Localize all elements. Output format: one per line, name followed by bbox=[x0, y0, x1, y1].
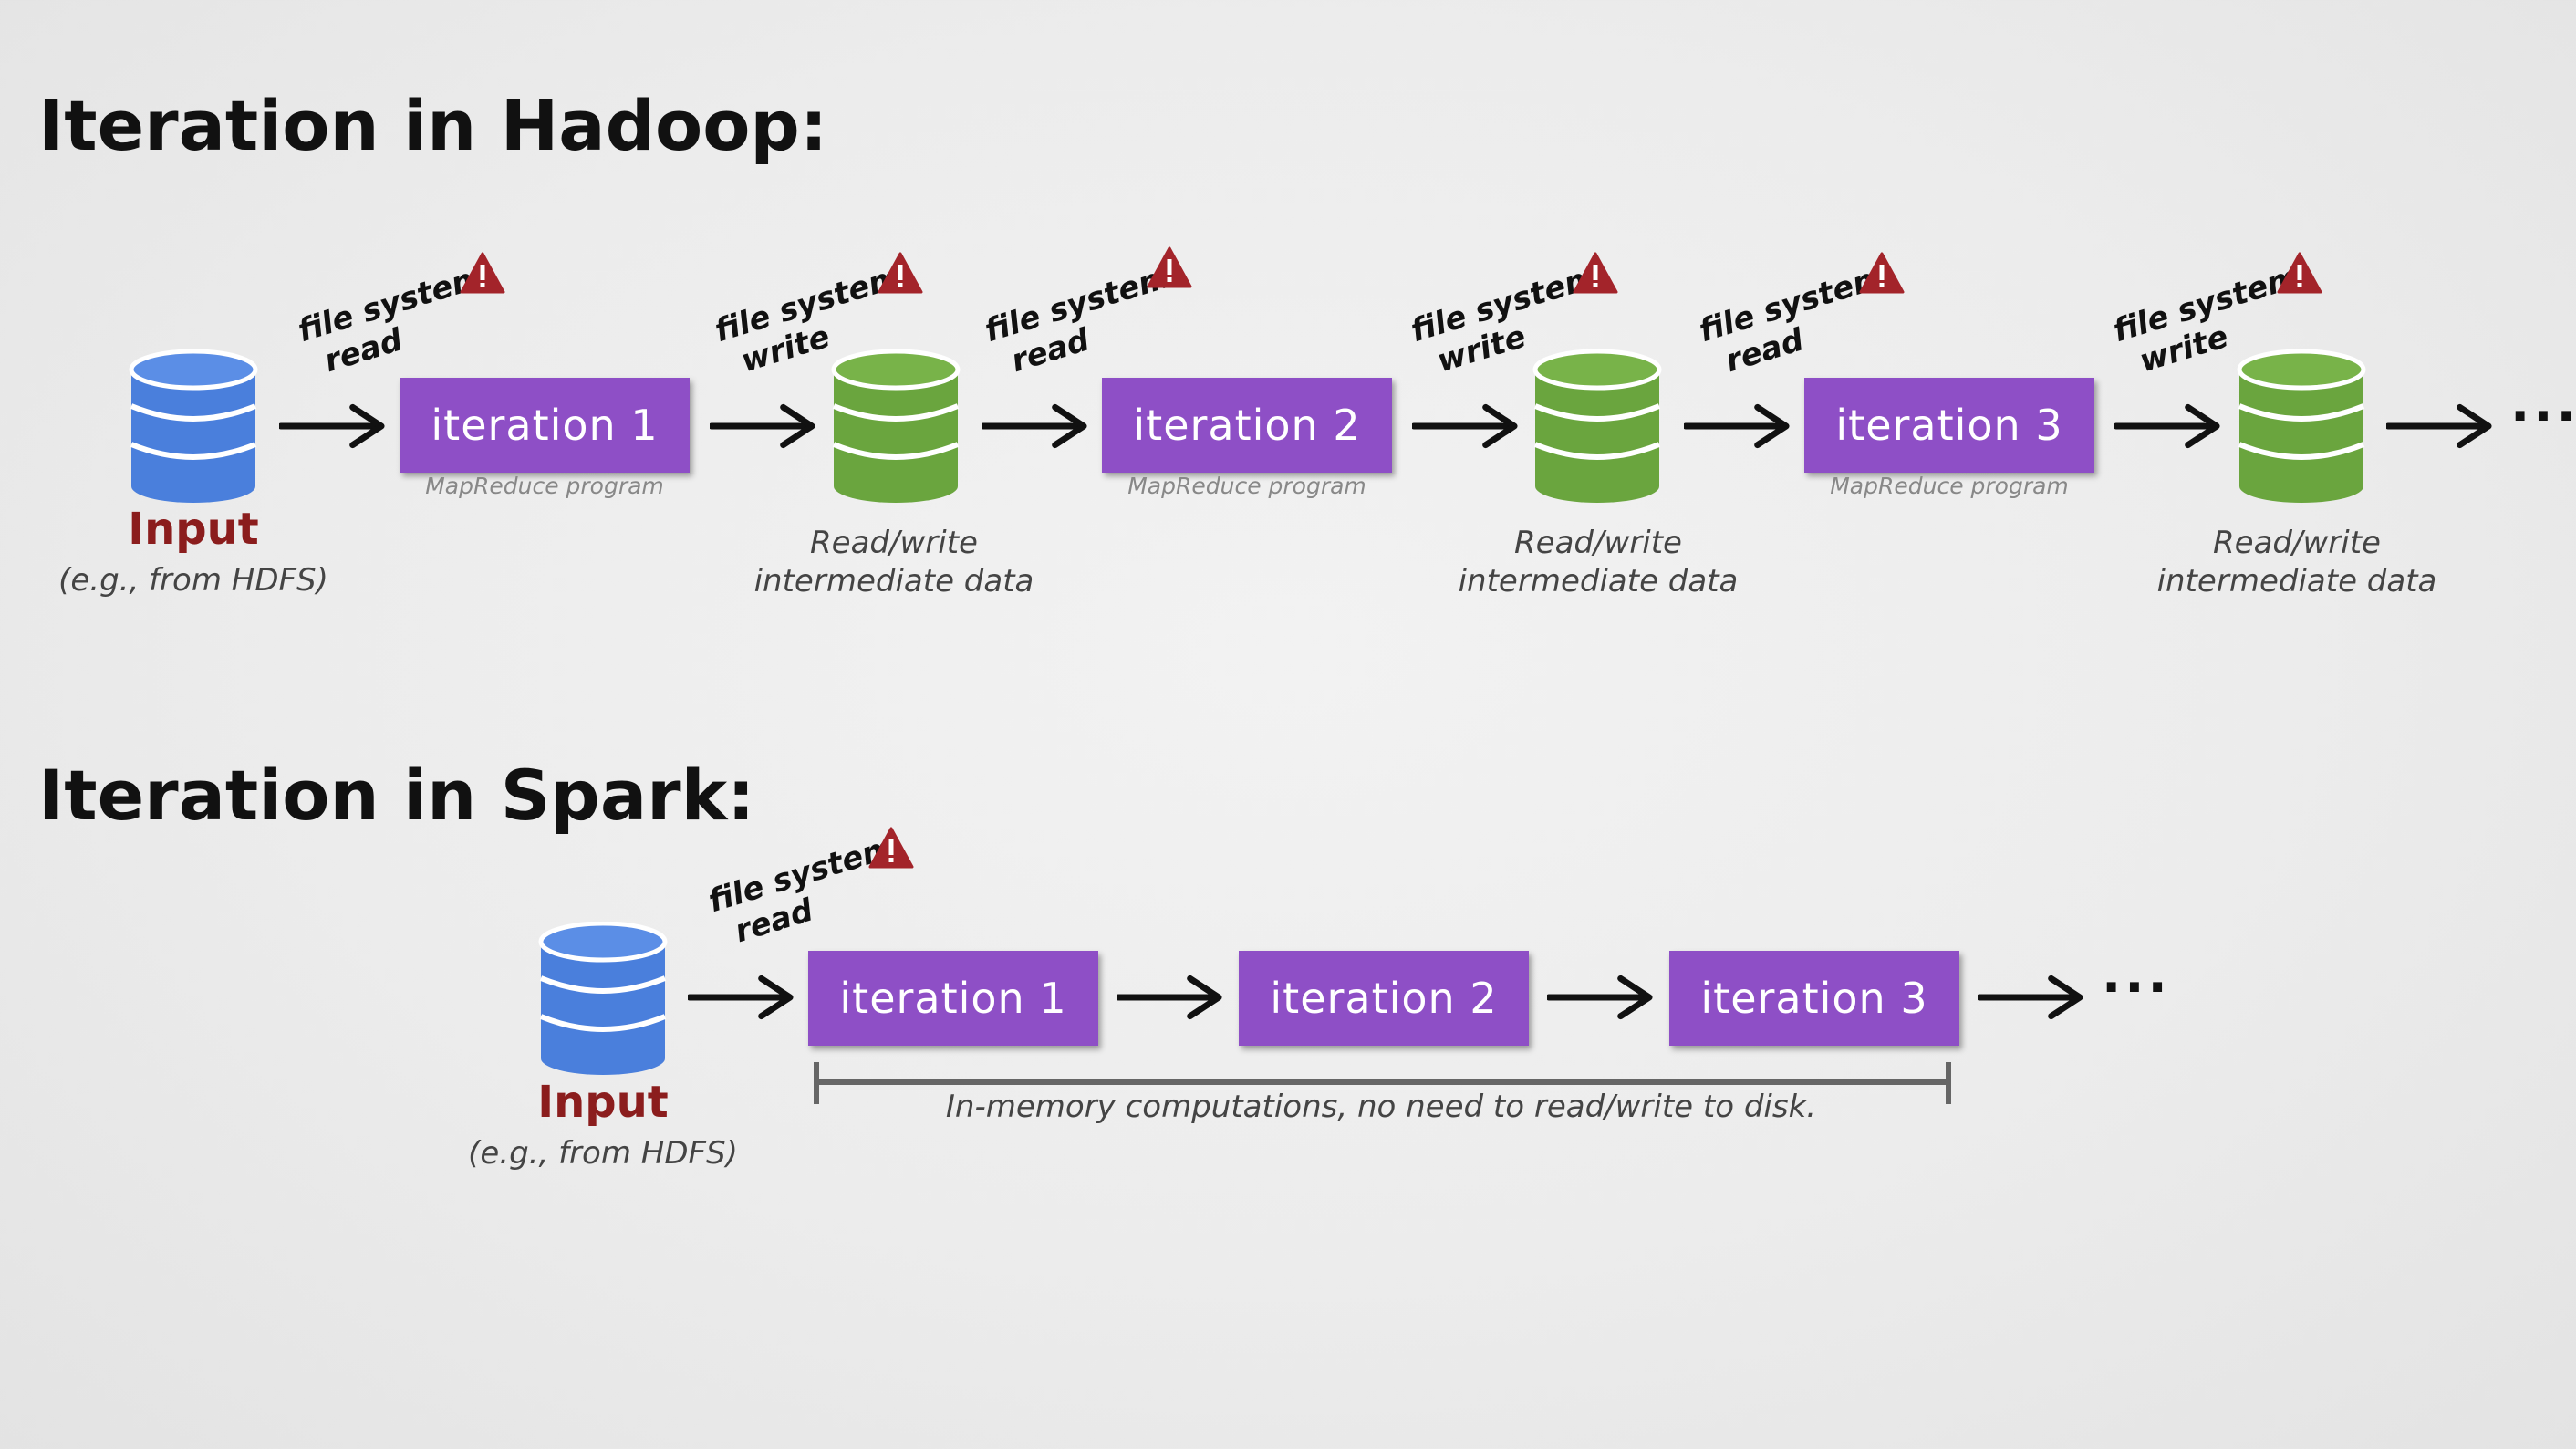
hadoop-input-label: Input bbox=[128, 504, 259, 555]
warning-triangle-icon bbox=[878, 252, 923, 294]
intermediate-caption-3: Read/write intermediate data bbox=[2156, 525, 2437, 599]
arrow-right-icon bbox=[688, 975, 795, 1020]
database-icon bbox=[831, 349, 961, 505]
spark-input-label: Input bbox=[537, 1077, 669, 1128]
database-icon bbox=[538, 922, 668, 1077]
arrow-right-icon bbox=[982, 403, 1089, 449]
warning-triangle-icon bbox=[1147, 246, 1192, 288]
hadoop-iteration-2: iteration 2 bbox=[1102, 378, 1392, 473]
database-icon bbox=[1532, 349, 1662, 505]
warning-triangle-icon bbox=[2277, 252, 2322, 294]
hadoop-title: Iteration in Hadoop: bbox=[38, 85, 828, 166]
database-icon bbox=[129, 349, 258, 505]
arrow-right-icon bbox=[1978, 975, 2085, 1020]
database-icon bbox=[2237, 349, 2366, 505]
hadoop-ellipsis: ··· bbox=[2510, 387, 2576, 446]
spark-iteration-2: iteration 2 bbox=[1239, 951, 1529, 1046]
warning-triangle-icon bbox=[1573, 252, 1618, 294]
hadoop-iteration-2-sub: MapReduce program bbox=[1127, 473, 1366, 499]
spark-iteration-3: iteration 3 bbox=[1669, 951, 1959, 1046]
warning-triangle-icon bbox=[868, 827, 914, 869]
arrow-right-icon bbox=[279, 403, 387, 449]
warning-triangle-icon bbox=[1859, 252, 1905, 294]
arrow-right-icon bbox=[1684, 403, 1792, 449]
hadoop-iteration-3: iteration 3 bbox=[1804, 378, 2094, 473]
spark-input-sub: (e.g., from HDFS) bbox=[468, 1135, 738, 1172]
arrow-right-icon bbox=[1412, 403, 1520, 449]
spark-iteration-1: iteration 1 bbox=[808, 951, 1098, 1046]
intermediate-caption-2: Read/write intermediate data bbox=[1458, 525, 1739, 599]
in-memory-note: In-memory computations, no need to read/… bbox=[945, 1089, 1817, 1125]
arrow-right-icon bbox=[2386, 403, 2494, 449]
spark-title: Iteration in Spark: bbox=[38, 755, 755, 836]
arrow-right-icon bbox=[1117, 975, 1224, 1020]
arrow-right-icon bbox=[2114, 403, 2222, 449]
hadoop-iteration-1-sub: MapReduce program bbox=[425, 473, 664, 499]
arrow-right-icon bbox=[710, 403, 817, 449]
warning-triangle-icon bbox=[460, 252, 505, 294]
spark-ellipsis: ··· bbox=[2102, 958, 2171, 1017]
arrow-right-icon bbox=[1547, 975, 1655, 1020]
hadoop-input-sub: (e.g., from HDFS) bbox=[58, 562, 328, 599]
hadoop-iteration-3-sub: MapReduce program bbox=[1830, 473, 2069, 499]
hadoop-iteration-1: iteration 1 bbox=[400, 378, 690, 473]
intermediate-caption-1: Read/write intermediate data bbox=[753, 525, 1034, 599]
